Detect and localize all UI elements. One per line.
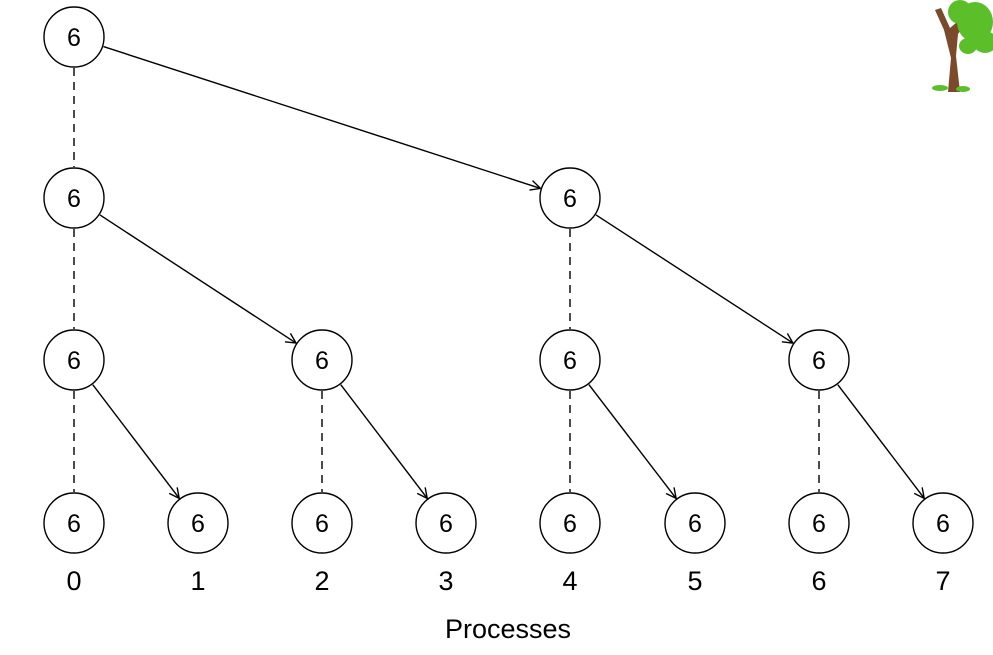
tree-node: 6 [291, 492, 353, 554]
node-circle [788, 492, 850, 554]
process-labels: 0 1 2 3 4 5 6 7 [66, 566, 950, 596]
tree-node: 6 [788, 329, 850, 391]
node-value: 6 [67, 510, 81, 538]
tree-icon [932, 0, 993, 92]
tree-node: 6 [415, 492, 477, 554]
process-label: 4 [562, 566, 577, 596]
node-circle [43, 167, 105, 229]
nodes: 6 6 6 6 6 6 6 6 6 6 6 6 6 6 6 [43, 6, 974, 554]
process-label: 1 [190, 566, 205, 596]
node-value: 6 [812, 347, 826, 375]
process-label: 6 [811, 566, 826, 596]
node-value: 6 [315, 347, 329, 375]
node-value: 6 [315, 510, 329, 538]
node-value: 6 [688, 510, 702, 538]
process-label: 2 [314, 566, 329, 596]
node-value: 6 [439, 510, 453, 538]
node-value: 6 [191, 510, 205, 538]
tree-node: 6 [539, 492, 601, 554]
node-circle [167, 492, 229, 554]
arrow-edge [99, 214, 296, 343]
node-value: 6 [563, 510, 577, 538]
node-value: 6 [563, 347, 577, 375]
node-circle [415, 492, 477, 554]
arrow-edge [340, 384, 427, 499]
node-circle [43, 492, 105, 554]
arrow-edge [103, 45, 540, 189]
tree-node: 6 [664, 492, 726, 554]
process-label: 0 [66, 566, 81, 596]
node-circle [539, 167, 601, 229]
node-circle [291, 492, 353, 554]
edges [73, 45, 924, 499]
arrow-edge [92, 384, 179, 499]
node-value: 6 [67, 347, 81, 375]
tree-node: 6 [539, 329, 601, 391]
node-value: 6 [936, 510, 950, 538]
node-circle [664, 492, 726, 554]
tree-node: 6 [43, 492, 105, 554]
axis-title: Processes [445, 614, 571, 644]
tree-node: 6 [43, 329, 105, 391]
tree-node: 6 [539, 167, 601, 229]
tree-node: 6 [788, 492, 850, 554]
node-circle [539, 329, 601, 391]
arrow-edge [595, 214, 793, 343]
tree-node: 6 [43, 6, 105, 68]
tree-node: 6 [43, 167, 105, 229]
node-circle [291, 329, 353, 391]
node-value: 6 [67, 24, 81, 52]
node-value: 6 [812, 510, 826, 538]
node-circle [539, 492, 601, 554]
tree-node: 6 [167, 492, 229, 554]
arrow-edge [588, 384, 676, 499]
node-value: 6 [563, 185, 577, 213]
node-circle [788, 329, 850, 391]
node-value: 6 [67, 185, 81, 213]
node-circle [912, 492, 974, 554]
process-label: 3 [438, 566, 453, 596]
node-circle [43, 329, 105, 391]
process-label: 7 [935, 566, 950, 596]
node-circle [43, 6, 105, 68]
arrow-edge [837, 384, 924, 499]
tree-node: 6 [291, 329, 353, 391]
process-label: 5 [687, 566, 702, 596]
tree-node: 6 [912, 492, 974, 554]
